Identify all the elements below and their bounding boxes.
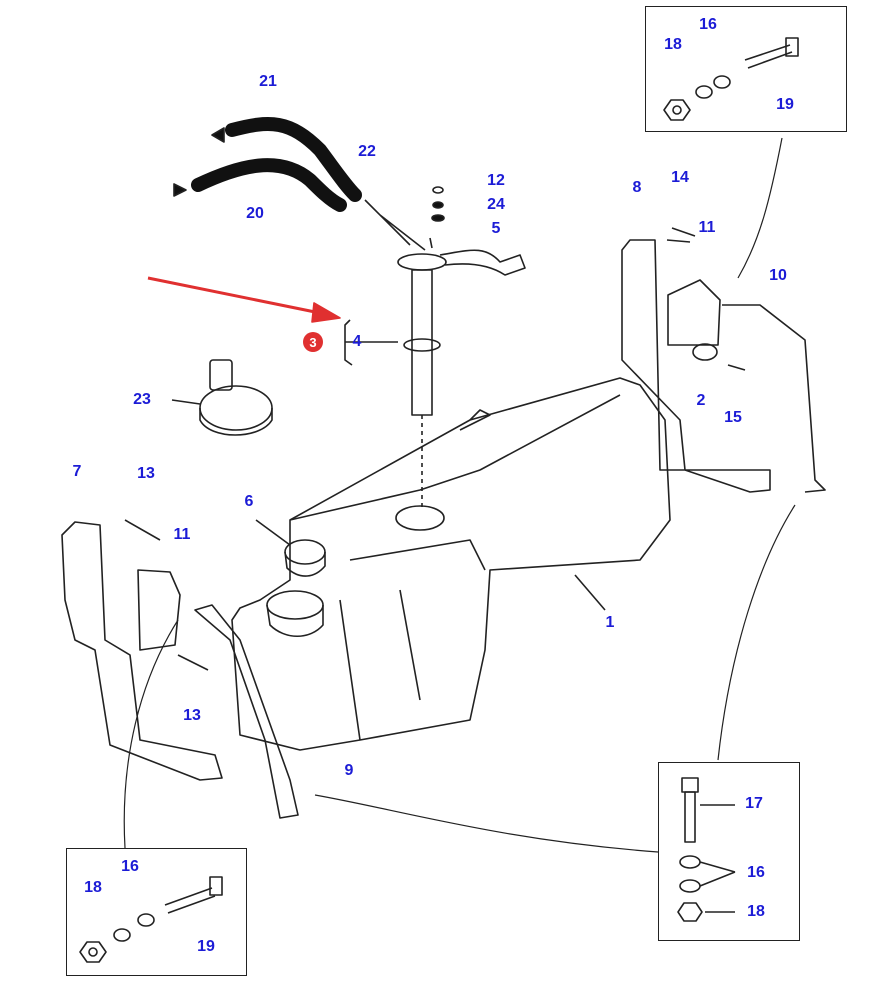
hardware-right — [677, 777, 736, 922]
fuel-hoses — [173, 117, 362, 212]
callout-label: 9 — [344, 762, 354, 779]
callout-label: 12 — [487, 172, 505, 189]
highlight-callout-badge[interactable]: 3 — [303, 332, 323, 352]
callout-label: 21 — [259, 73, 277, 90]
callout-label: 7 — [72, 463, 82, 480]
detail-box-top — [645, 6, 847, 132]
callout-label: 23 — [133, 391, 151, 408]
callout-label: 15 — [724, 409, 742, 426]
callout-label: 13 — [137, 465, 155, 482]
callout-label: 24 — [487, 196, 505, 213]
callout-label: 5 — [491, 220, 501, 237]
callout-label: 16 — [747, 864, 765, 881]
callout-label: 11 — [173, 526, 191, 543]
hardware-bottom — [79, 876, 223, 963]
callout-label: 8 — [632, 179, 642, 196]
callout-label: 1 — [605, 614, 615, 631]
callout-label: 18 — [747, 903, 765, 920]
callout-label: 20 — [246, 205, 264, 222]
callout-label: 11 — [698, 219, 716, 236]
callout-label: 2 — [696, 392, 706, 409]
detail-bottom-label: 16 — [121, 858, 139, 875]
callout-label: 17 — [745, 795, 763, 812]
detail-top-label: 19 — [776, 96, 794, 113]
callout-label: 4 — [352, 333, 362, 350]
detail-box-bottom — [66, 848, 247, 976]
right-bracket — [621, 227, 826, 493]
fuel-level-sender — [344, 186, 526, 510]
fuel-tank-body — [231, 377, 671, 751]
red-pointer-arrow — [147, 276, 341, 323]
detail-bottom-label: 19 — [197, 938, 215, 955]
callout-label: 6 — [244, 493, 254, 510]
callout-label: 13 — [183, 707, 201, 724]
left-bracket — [61, 519, 299, 819]
detail-top-label: 16 — [699, 16, 717, 33]
locking-cap — [171, 359, 273, 436]
callout-label: 22 — [358, 143, 376, 160]
hardware-top — [663, 37, 799, 121]
detail-bottom-label: 18 — [84, 879, 102, 896]
detail-box-right — [658, 762, 800, 941]
leader-curves — [123, 137, 796, 853]
detail-top-label: 18 — [664, 36, 682, 53]
callout-label: 14 — [671, 169, 689, 186]
callout-label: 10 — [769, 267, 787, 284]
